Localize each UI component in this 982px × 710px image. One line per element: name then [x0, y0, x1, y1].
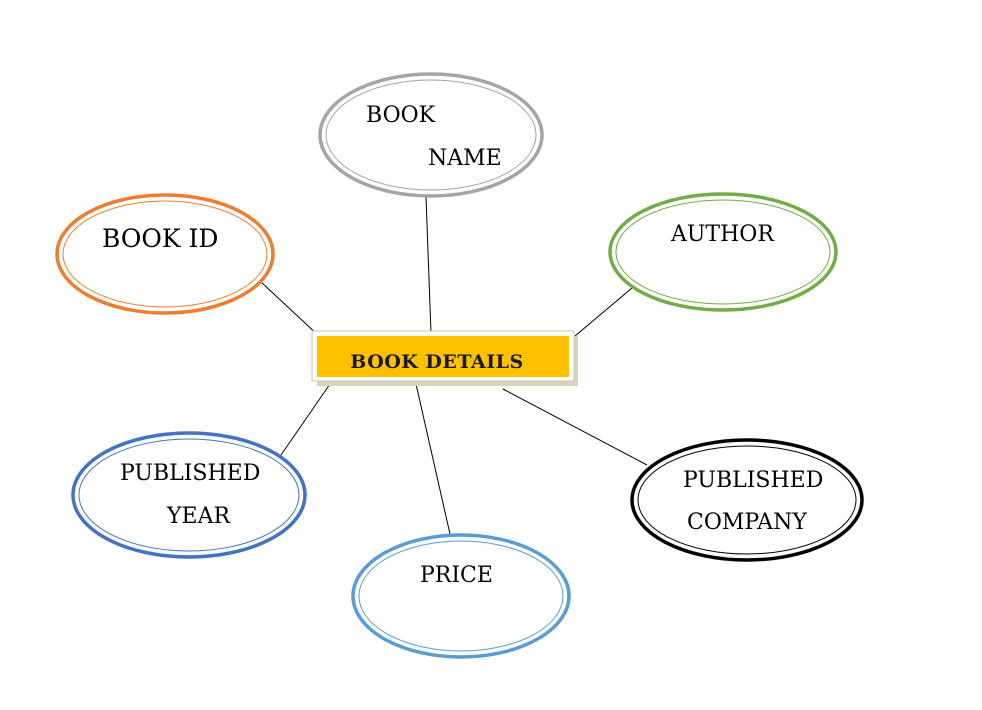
attribute-published-year: PUBLISHED YEAR [71, 431, 307, 559]
attribute-price: PRICE [351, 533, 571, 659]
attribute-label-book-id: BOOK ID [102, 224, 218, 253]
attribute-published-company: PUBLISHED COMPANY [630, 438, 864, 562]
attribute-label-book-name-line2: NAME [428, 146, 502, 171]
connector-price [415, 383, 451, 535]
ellipse-inner-price [358, 540, 564, 652]
ellipse-outline-book-id [55, 193, 275, 315]
ellipse-outline-published-year [71, 431, 307, 559]
attribute-label-published-company-line1: PUBLISHED [683, 468, 823, 493]
ellipse-inner-published-company [637, 445, 857, 555]
connector-book-name [425, 196, 432, 334]
ellipse-outline-published-company [630, 438, 864, 562]
connector-published-company [502, 388, 648, 466]
connector-published-year [280, 383, 331, 456]
attribute-label-published-year-line1: PUBLISHED [120, 461, 260, 486]
entity-label: BOOK DETAILS [350, 351, 523, 373]
attribute-book-id: BOOK ID [55, 193, 275, 315]
ellipse-outline-author [608, 192, 838, 312]
attribute-label-published-company-line2: COMPANY [687, 510, 807, 535]
entity-box [317, 336, 569, 377]
connector-author [574, 287, 633, 337]
attribute-author: AUTHOR [608, 192, 838, 312]
ellipse-outline-book-name [318, 72, 544, 198]
attribute-label-price: PRICE [420, 563, 493, 588]
entity-book-details: BOOK DETAILS [311, 330, 578, 386]
ellipse-inner-book-id [62, 200, 268, 308]
ellipse-inner-author [615, 199, 831, 305]
ellipse-outline-price [351, 533, 571, 659]
attribute-label-published-year-line2: YEAR [166, 504, 231, 529]
ellipse-inner-published-year [78, 438, 300, 552]
connector-book-id [260, 281, 321, 338]
attribute-label-author: AUTHOR [670, 222, 775, 247]
attribute-label-book-name-line1: BOOK [366, 103, 436, 128]
ellipse-inner-book-name [325, 79, 537, 191]
attribute-book-name: BOOK NAME [318, 72, 544, 198]
